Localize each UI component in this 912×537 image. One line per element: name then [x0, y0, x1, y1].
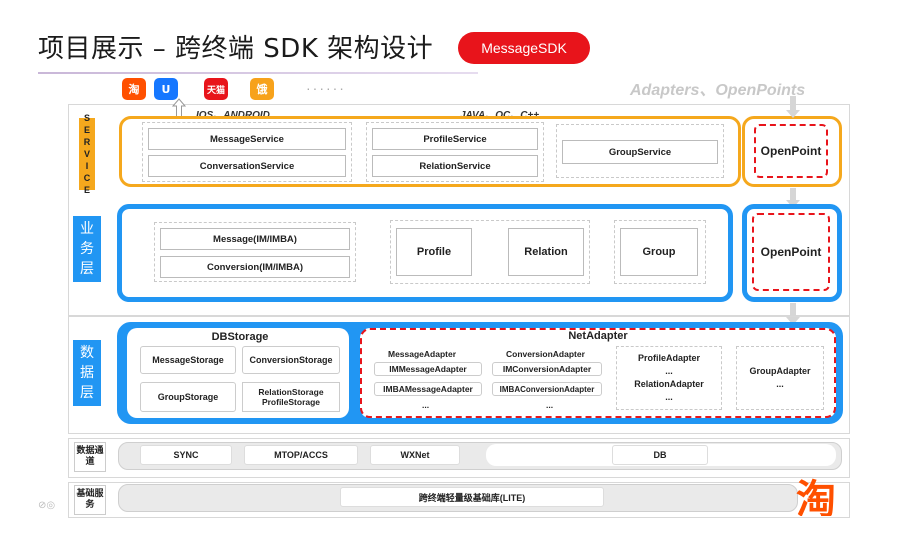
dbstorage-title: DBStorage	[211, 331, 269, 343]
conversation-service-box: ConversationService	[148, 155, 346, 177]
data-char: 数	[80, 345, 94, 361]
profile-storage-label: ProfileStorage	[261, 397, 321, 407]
channel-frame	[68, 438, 850, 478]
data-frame	[68, 316, 850, 434]
profile-service-group	[366, 122, 544, 182]
watermark-icon: ⊘◎	[38, 500, 56, 511]
openpoint-label: OpenPoint	[760, 245, 822, 259]
mtop-accs-box: MTOP/ACCS	[244, 445, 358, 465]
profile-relation-adapter-box: ProfileAdapter ... RelationAdapter ...	[616, 346, 722, 410]
languages-label: JAVA、OC、C++	[460, 106, 539, 121]
wxnet-box: WXNet	[370, 445, 460, 465]
message-imba-box: Message(IM/IMBA)	[160, 228, 350, 250]
group-adapter-label: GroupAdapter	[749, 366, 811, 376]
upper-frame	[68, 104, 850, 316]
imba-message-adapter-box: IMBAMessageAdapter	[374, 382, 482, 396]
group-service-box: GroupService	[562, 140, 718, 164]
service-letter: R	[83, 137, 91, 147]
tmall-app-icon: 天猫	[204, 78, 228, 100]
title-underline	[38, 72, 478, 74]
business-layer-label: 业 务 层	[73, 216, 101, 282]
base-frame	[68, 482, 850, 518]
relation-box: Relation	[508, 228, 584, 276]
relation-service-box: RelationService	[372, 155, 538, 177]
orange-app-icon: 饿	[250, 78, 274, 100]
group-adapter-box: GroupAdapter ...	[736, 346, 824, 410]
relation-profile-storage-box: RelationStorage ProfileStorage	[242, 382, 340, 412]
im-message-adapter-box: IMMessageAdapter	[374, 362, 482, 376]
business-char: 层	[80, 261, 94, 277]
message-service-box: MessageService	[148, 128, 346, 150]
imba-conversion-adapter-box: IMBAConversionAdapter	[492, 382, 602, 396]
blue-app-icon: U	[154, 78, 178, 100]
sync-box: SYNC	[140, 445, 232, 465]
netadapter-title: NetAdapter	[568, 330, 628, 342]
im-conversion-adapter-box: IMConversionAdapter	[492, 362, 602, 376]
service-letter: S	[83, 113, 90, 123]
base-label: 基础服务	[74, 485, 106, 515]
relation-storage-label: RelationStorage	[258, 387, 324, 397]
group-business-group	[614, 220, 706, 284]
data-layer-label: 数 据 层	[73, 340, 101, 406]
message-storage-box: MessageStorage	[140, 346, 236, 374]
openpoint-label: OpenPoint	[760, 144, 822, 158]
message-adapter-ellipsis: ...	[422, 400, 430, 410]
service-layer-label: S E R V I C E	[79, 113, 95, 195]
profile-box: Profile	[396, 228, 472, 276]
group-service-group	[556, 124, 724, 178]
down-arrow-icon	[786, 303, 800, 325]
data-char: 层	[80, 385, 94, 401]
message-business-group	[154, 222, 356, 282]
down-arrow-icon	[786, 188, 800, 208]
service-letter: C	[83, 173, 91, 183]
messagesdk-badge: MessageSDK	[458, 32, 590, 64]
conversion-imba-box: Conversion(IM/IMBA)	[160, 256, 350, 278]
ellipsis: ...	[665, 392, 673, 402]
business-openpoint-box: OpenPoint	[752, 213, 830, 291]
more-apps-ellipsis: ······	[306, 80, 346, 96]
profile-adapter-label: ProfileAdapter	[637, 353, 700, 363]
conversion-adapter-title: ConversionAdapter	[506, 349, 585, 359]
data-char: 据	[80, 365, 94, 381]
service-letter: E	[83, 125, 90, 135]
conversion-adapter-ellipsis: ...	[546, 400, 554, 410]
group-box: Group	[620, 228, 698, 276]
adapters-openpoints-label: Adapters、OpenPoints	[630, 82, 806, 99]
service-letter: V	[83, 149, 90, 159]
down-arrow-icon	[786, 96, 800, 118]
message-service-group	[142, 122, 352, 182]
conversion-storage-box: ConversionStorage	[242, 346, 340, 374]
platforms-label: IOS、ANDROID	[196, 106, 270, 121]
channel-label: 数据通道	[74, 442, 106, 472]
taobao-corner-logo: 淘	[796, 478, 836, 516]
service-letter: I	[85, 161, 89, 171]
ellipsis: ...	[776, 379, 784, 389]
group-storage-box: GroupStorage	[140, 382, 236, 412]
profile-relation-group	[390, 220, 590, 284]
taobao-app-icon: 淘	[122, 78, 146, 100]
business-char: 务	[80, 241, 94, 257]
relation-adapter-label: RelationAdapter	[634, 379, 704, 389]
business-char: 业	[80, 221, 94, 237]
profile-service-box: ProfileService	[372, 128, 538, 150]
db-box: DB	[612, 445, 708, 465]
service-openpoint-box: OpenPoint	[754, 124, 828, 178]
service-letter: E	[83, 185, 90, 195]
page-title: 项目展示 – 跨终端 SDK 架构设计	[38, 34, 434, 64]
lite-base-library-box: 跨终端轻量级基础库(LITE)	[340, 487, 604, 507]
ellipsis: ...	[665, 366, 673, 376]
message-adapter-title: MessageAdapter	[388, 349, 457, 359]
